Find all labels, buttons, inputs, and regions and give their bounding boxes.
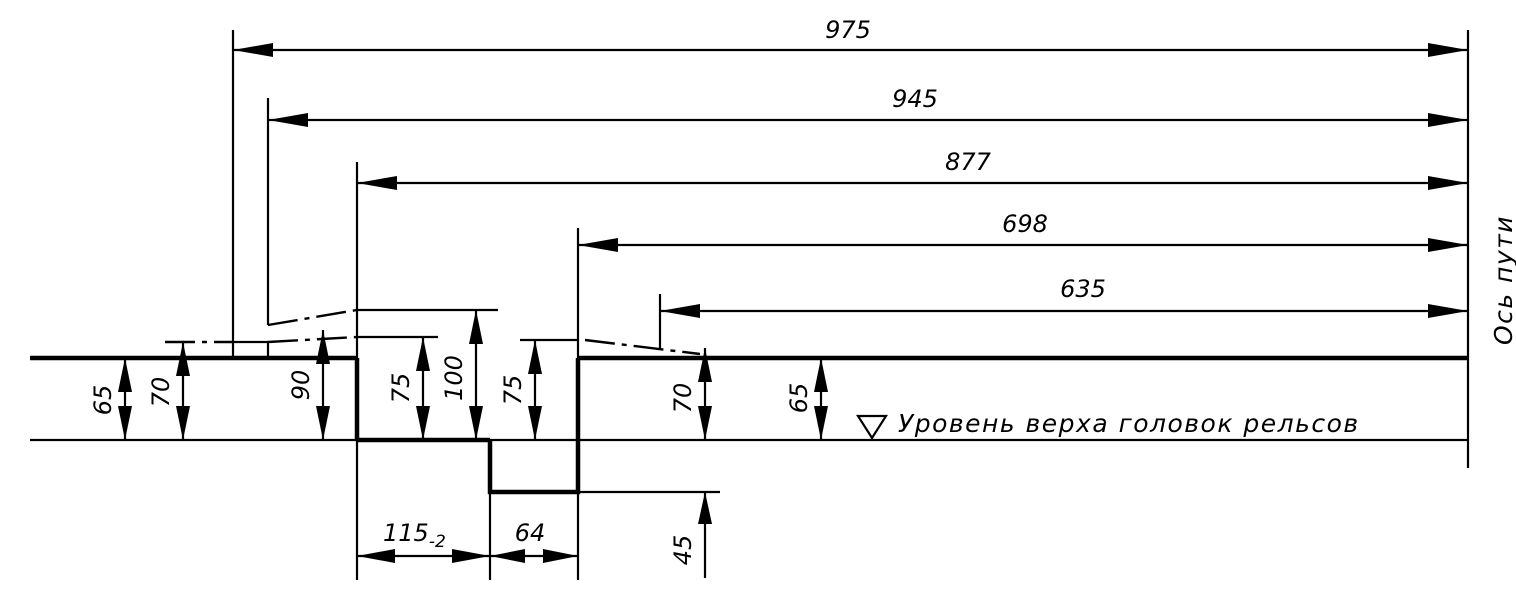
- vertical-dimensions: 65 70 90 75 100: [89, 310, 828, 578]
- dim-75-b: 75: [499, 340, 542, 440]
- dim-70-right-label: 70: [669, 383, 697, 414]
- dim-70-left-label: 70: [147, 377, 175, 408]
- level-triangle-icon: [855, 414, 889, 441]
- dim-115-tolerance: -2: [429, 532, 446, 552]
- dim-115: 115-2: [357, 519, 490, 563]
- dim-698: 698: [578, 210, 1468, 252]
- dim-100-label: 100: [440, 355, 468, 401]
- dim-877-label: 877: [945, 148, 992, 176]
- labels: Уровень верха головок рельсов Ось пути: [855, 215, 1516, 441]
- dim-70-left: 70: [147, 342, 190, 440]
- dim-635-label: 635: [1060, 275, 1106, 303]
- dim-115-label: 115-2: [383, 519, 446, 552]
- dim-45-label: 45: [669, 535, 697, 566]
- rail-level-label: Уровень верха головок рельсов: [898, 409, 1360, 438]
- dim-65-left-label: 65: [89, 385, 117, 416]
- dim-45: 45: [669, 492, 712, 578]
- dim-75-a-label: 75: [387, 373, 415, 404]
- dim-64: 64: [490, 519, 578, 563]
- dim-75-a: 75: [387, 337, 430, 440]
- track-axis-label: Ось пути: [1489, 215, 1516, 345]
- envelope-left-mid: [267, 335, 358, 344]
- dim-975: 975: [233, 16, 1468, 57]
- dim-65-right-label: 65: [785, 383, 813, 414]
- envelope-top: [267, 308, 358, 327]
- dim-100: 100: [440, 310, 483, 440]
- dim-90: 90: [287, 330, 330, 440]
- dim-698-label: 698: [1002, 210, 1048, 238]
- flange-step: [231, 340, 270, 358]
- dim-70-right: 70: [669, 348, 712, 440]
- dim-115-value: 115: [383, 519, 429, 547]
- extension-lines: [231, 30, 720, 580]
- dim-64-label: 64: [515, 519, 546, 547]
- dim-635: 635: [660, 275, 1468, 318]
- dim-877: 877: [357, 148, 1468, 190]
- dim-75-b-label: 75: [499, 375, 527, 406]
- dim-945: 945: [268, 85, 1468, 127]
- dim-65-right: 65: [785, 358, 828, 440]
- dim-65-left: 65: [89, 358, 132, 440]
- dim-90-label: 90: [287, 370, 315, 401]
- horizontal-dimensions: 975 945 877 698 635: [233, 16, 1468, 563]
- envelope-right: [584, 338, 701, 356]
- dim-975-label: 975: [825, 16, 871, 44]
- envelope-lines: [165, 308, 701, 356]
- dim-945-label: 945: [892, 85, 938, 113]
